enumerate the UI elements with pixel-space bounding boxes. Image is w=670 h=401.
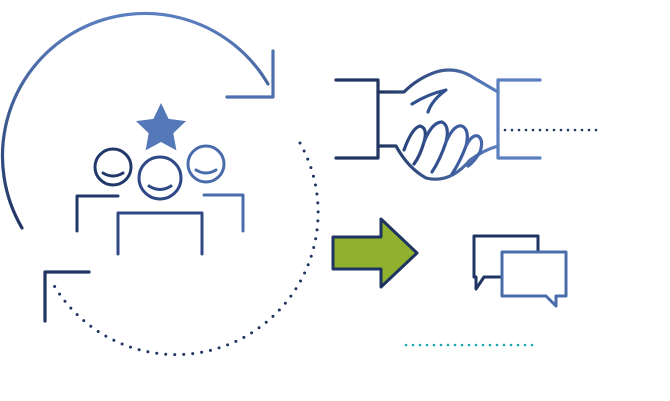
handshake-icon	[334, 68, 542, 181]
finger-4	[464, 134, 484, 168]
right-cuff	[496, 78, 542, 160]
finger-2	[422, 120, 449, 174]
person-center-icon	[116, 155, 204, 256]
chat-bubbles-icon	[472, 234, 568, 308]
forward-arrow-icon	[331, 217, 419, 289]
chat-bubble-back	[472, 234, 540, 291]
star-icon	[136, 103, 186, 151]
hand-upper	[376, 68, 500, 94]
hand-thumb	[410, 88, 448, 114]
chat-bubble-front	[500, 250, 568, 308]
left-cuff	[334, 78, 380, 160]
cycle-arc-dotted	[50, 141, 320, 357]
cycle-arrowhead-bottom	[43, 270, 91, 323]
person-right-icon	[186, 144, 245, 233]
cycle-arrow-icon	[0, 11, 320, 357]
team-icon	[75, 144, 245, 256]
cycle-arc-solid	[0, 11, 270, 230]
hand-lower	[376, 144, 500, 181]
finger-3	[444, 124, 469, 176]
cycle-arrowhead-top	[225, 49, 275, 99]
finger-1	[402, 124, 427, 166]
person-left-icon	[75, 147, 133, 233]
